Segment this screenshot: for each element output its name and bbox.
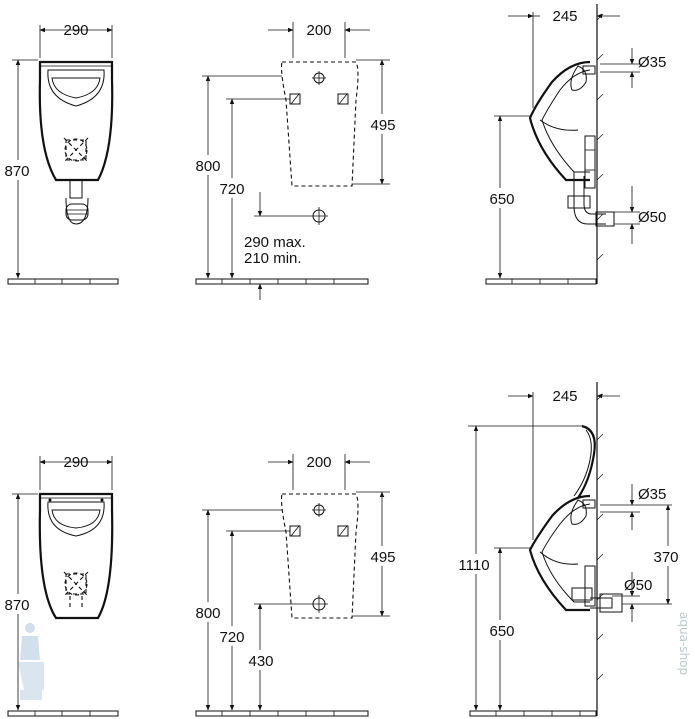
top-rear-800-label: 800 — [195, 158, 220, 175]
bottom-side-outlet-label: Ø50 — [624, 577, 652, 594]
bottom-rear-800-label: 800 — [195, 605, 220, 622]
bottom-front-width-label: 290 — [63, 454, 88, 471]
top-rear-drain-max-label: 290 max. — [244, 234, 306, 251]
bottom-rear-720-label: 720 — [219, 629, 244, 646]
bottom-side-outlet-height-label: 370 — [653, 549, 678, 566]
top-front-width-label: 290 — [63, 22, 88, 39]
watermark: aqua-shop — [677, 612, 691, 675]
top-side-view: 245 Ø35 Ø50 650 — [484, 4, 666, 285]
top-side-rim-height-label: 650 — [489, 191, 514, 208]
top-rear-495-label: 495 — [370, 117, 395, 134]
bottom-side-depth-label: 245 — [552, 388, 577, 405]
top-rear-view: 200 495 800 720 290 max. 210 min. — [192, 22, 400, 300]
bottom-rear-view: 200 495 800 720 430 — [192, 454, 400, 717]
bottom-side-view: 245 Ø35 Ø50 370 1110 — [454, 382, 684, 717]
bottom-front-view: 290 870 — [2, 454, 119, 717]
bottom-side-rim-height-label: 650 — [489, 623, 514, 640]
bottom-rear-430-label: 430 — [248, 653, 273, 670]
top-side-depth-label: 245 — [552, 8, 577, 25]
top-front-view: 290 870 — [2, 22, 119, 285]
plumber-figure-icon — [18, 623, 44, 700]
top-rear-width-label: 200 — [306, 22, 331, 39]
top-side-outlet-label: Ø50 — [638, 209, 666, 226]
top-rear-720-label: 720 — [219, 181, 244, 198]
bottom-side-inlet-label: Ø35 — [638, 486, 666, 503]
bottom-rear-width-label: 200 — [306, 454, 331, 471]
bottom-rear-495-label: 495 — [370, 549, 395, 566]
bottom-front-height-label: 870 — [4, 597, 29, 614]
top-rear-drain-min-label: 210 min. — [244, 250, 302, 267]
top-side-inlet-label: Ø35 — [638, 54, 666, 71]
bottom-side-total-height-label: 1110 — [458, 557, 489, 574]
top-front-height-label: 870 — [4, 163, 29, 180]
